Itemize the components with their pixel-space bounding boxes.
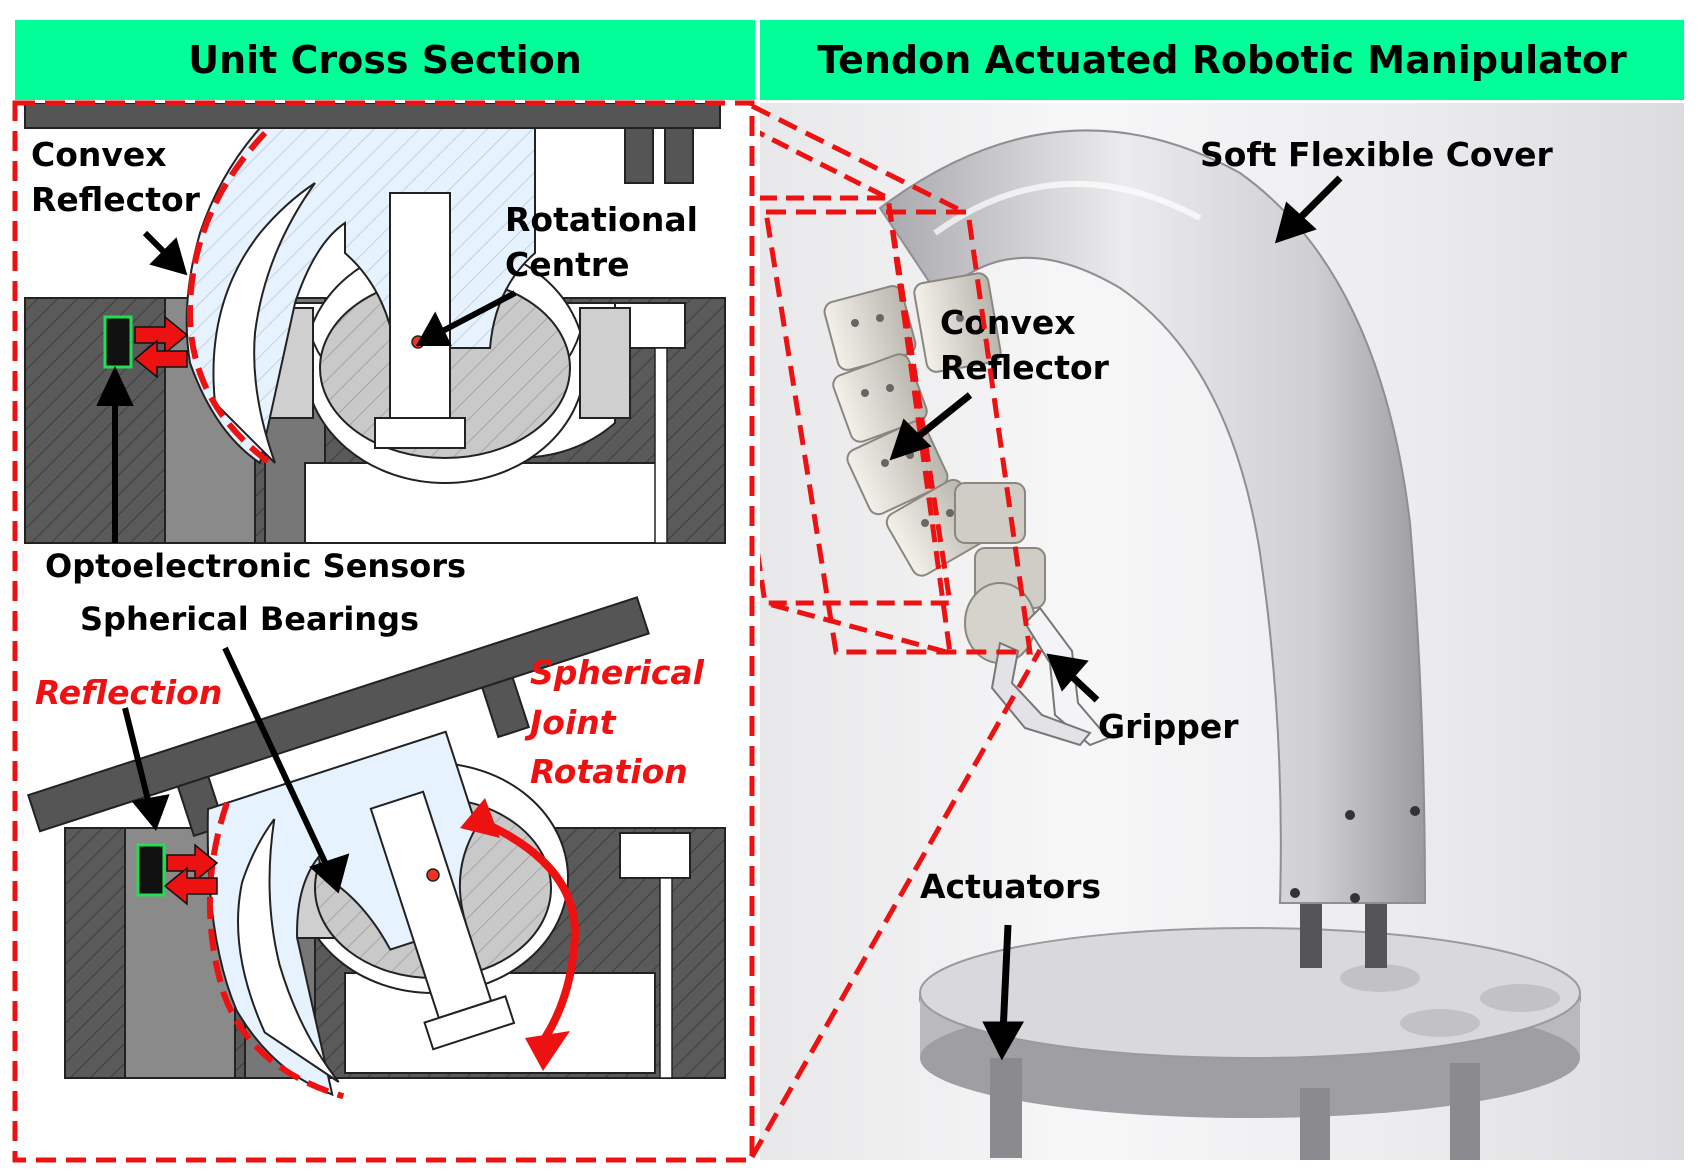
actuator-base bbox=[919, 927, 1581, 1160]
optoelectronic-sensor-neutral bbox=[103, 315, 133, 369]
section-title-manipulator: Tendon Actuated Robotic Manipulator bbox=[760, 20, 1684, 100]
label-spherical-bearings: Spherical Bearings bbox=[80, 600, 420, 638]
label-soft-flexible-cover: Soft Flexible Cover bbox=[1200, 135, 1553, 174]
rotational-centre-dot-rotated bbox=[426, 868, 440, 882]
header-divider bbox=[755, 20, 760, 100]
manipulator-drawing bbox=[760, 129, 1581, 1160]
label-actuators: Actuators bbox=[920, 867, 1102, 906]
top-plate bbox=[24, 103, 721, 129]
label-gripper: Gripper bbox=[1098, 707, 1239, 746]
section-title-unit-cross-section: Unit Cross Section bbox=[15, 20, 755, 100]
optoelectronic-sensor-rotated bbox=[136, 843, 166, 897]
soft-flexible-cover bbox=[878, 129, 1427, 904]
label-reflection: Reflection bbox=[35, 673, 223, 712]
label-optoelectronic-sensors: Optoelectronic Sensors bbox=[45, 547, 467, 585]
